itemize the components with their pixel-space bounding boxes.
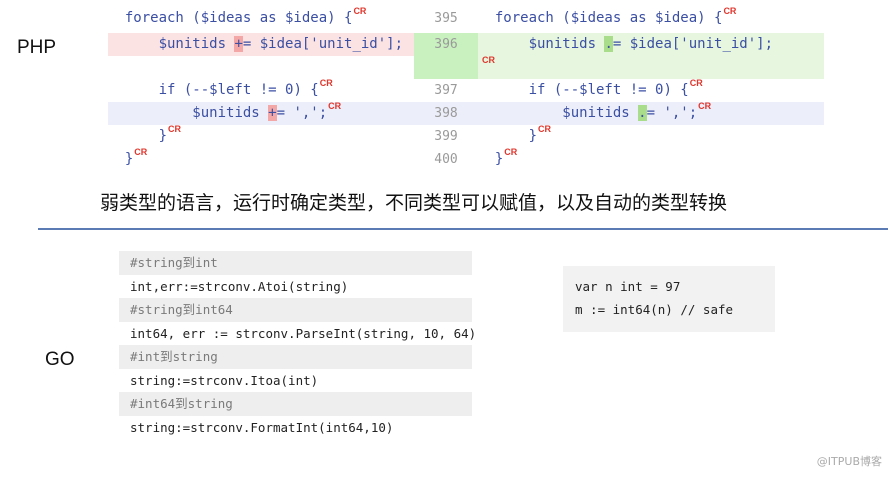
cr-marker: CR (538, 124, 552, 134)
line-number: 398 (414, 102, 478, 125)
watermark: @ITPUB博客 (816, 455, 882, 468)
cr-marker: CR (698, 101, 712, 111)
diff-line-gutter: 395 396 397 398 399 400 (414, 7, 478, 170)
line-number: 396 (414, 33, 478, 79)
line-number: 395 (434, 11, 458, 26)
cr-marker: CR (319, 78, 333, 88)
code-row: m := int64(n) // safe (575, 302, 734, 317)
diff-left-line-395: foreach ($ideas as $idea) {CR (108, 7, 414, 30)
code-text: $unitids (192, 105, 269, 121)
code-text: = $idea['unit_id']; (612, 36, 774, 52)
added-char: . (638, 105, 647, 121)
diff-right-line-397: if (--$left != 0) {CR (478, 78, 824, 102)
diff-left-line-399: }CR (108, 124, 414, 148)
diff-right-line-400: }CR (478, 147, 824, 170)
code-row: int64, err := strconv.ParseInt(string, 1… (119, 321, 476, 345)
go-conversion-code-block: #string到int int,err:=strconv.Atoi(string… (119, 251, 476, 439)
code-comment-row: #int到string (119, 345, 472, 369)
code-text: = ','; (646, 105, 698, 121)
code-text: } (158, 128, 168, 144)
code-text: } (528, 128, 538, 144)
code-text: if (--$left != 0) { (158, 82, 319, 98)
diff-right-line-395: foreach ($ideas as $idea) {CR (478, 7, 824, 30)
php-label: PHP (17, 37, 57, 58)
line-number: 397 (434, 83, 458, 98)
diff-left-line-397: if (--$left != 0) {CR (108, 78, 414, 102)
diff-right-line-398: $unitids .= ',';CR (478, 101, 824, 125)
code-row: string:=strconv.FormatInt(int64,10) (119, 415, 472, 439)
code-text: } (494, 151, 504, 167)
code-text: = $idea['unit_id']; (242, 36, 404, 52)
caption: 弱类型的语言，运行时确定类型，不同类型可以赋值，以及自动的类型转换 (100, 192, 728, 214)
diff-left-line-398: $unitids += ',';CR (108, 101, 414, 125)
code-text: foreach ($ideas as $idea) { (124, 10, 353, 26)
diff-left-line-396: $unitids += $idea['unit_id']; (108, 33, 414, 56)
go-safe-cast-code-block: var n int = 97 m := int64(n) // safe (563, 266, 775, 332)
deleted-char: + (268, 105, 277, 121)
cr-marker: CR (353, 7, 367, 16)
line-number: 400 (434, 152, 458, 167)
line-number-text: 396 (434, 37, 458, 52)
go-label: GO (45, 349, 75, 370)
diff-right-pane: foreach ($ideas as $idea) {CR $unitids .… (478, 7, 824, 170)
code-text: = ','; (276, 105, 328, 121)
code-row: var n int = 97 (575, 279, 681, 294)
code-text: } (124, 151, 134, 167)
code-comment-row: #string到int (119, 251, 472, 275)
divider (38, 228, 888, 230)
cr-marker: CR (504, 147, 518, 157)
added-char: . (604, 36, 613, 52)
cr-marker: CR (134, 147, 148, 157)
line-number: 399 (434, 129, 458, 144)
code-row: string:=strconv.Itoa(int) (119, 368, 472, 392)
code-text: $unitids (528, 36, 605, 52)
cr-marker: CR (689, 78, 703, 88)
diff-right-line-396: $unitids .= $idea['unit_id']; (478, 33, 824, 79)
deleted-char: + (234, 36, 243, 52)
diff-right-line-399: }CR (478, 124, 824, 148)
code-comment-row: #string到int64 (119, 298, 472, 322)
diff-left-pane: foreach ($ideas as $idea) {CR $unitids +… (108, 7, 414, 170)
code-text: $unitids (158, 36, 235, 52)
code-text: $unitids (562, 105, 639, 121)
code-row: int,err:=strconv.Atoi(string) (119, 274, 472, 298)
cr-marker: CR (482, 55, 495, 65)
php-diff-view: foreach ($ideas as $idea) {CR $unitids +… (108, 7, 824, 170)
code-text: foreach ($ideas as $idea) { (494, 10, 723, 26)
cr-marker: CR (328, 101, 342, 111)
cr-marker: CR (168, 124, 182, 134)
code-comment-row: #int64到string (119, 392, 472, 416)
diff-left-line-400: }CR (108, 147, 414, 170)
cr-marker: CR (723, 7, 737, 16)
code-text: if (--$left != 0) { (528, 82, 689, 98)
